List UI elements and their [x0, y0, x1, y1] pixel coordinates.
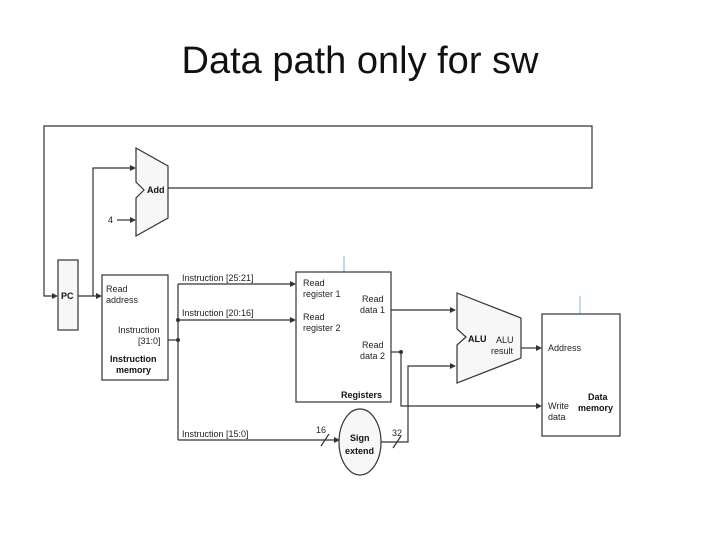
- register-file-name: Registers: [341, 390, 382, 400]
- pc-label: PC: [61, 291, 74, 301]
- write-data-label-2: data: [548, 412, 566, 422]
- alu-result-label: ALU: [496, 335, 514, 345]
- read-data-1-label-2: data 1: [360, 305, 385, 315]
- instruction-memory-name-2: memory: [116, 365, 151, 375]
- read-register-1-label: Read: [303, 278, 325, 288]
- data-memory-name: Data: [588, 392, 609, 402]
- register-file: [295, 271, 392, 403]
- sign-extend-output-bits: 32: [392, 428, 402, 438]
- adder-constant: 4: [108, 215, 113, 225]
- pc-input-arrowhead: [52, 293, 58, 299]
- instruction-bits-label: [31:0]: [138, 336, 161, 346]
- read-data-2-wire: [391, 351, 537, 407]
- read-register-2-label-2: register 2: [303, 323, 341, 333]
- rt-field-label: Instruction [20:16]: [182, 308, 254, 318]
- slide-title: Data path only for sw: [181, 40, 539, 82]
- pc-feedback-wire: [43, 125, 593, 297]
- rs-field-label: Instruction [25:21]: [182, 273, 254, 283]
- read-data-2-label-2: data 2: [360, 351, 385, 361]
- read-data-2-label: Read: [362, 340, 384, 350]
- pc-to-adder-wire: [92, 167, 131, 296]
- sign-extend-label-2: extend: [345, 446, 374, 456]
- read-address-label-2: address: [106, 295, 139, 305]
- instruction-memory: [101, 274, 169, 381]
- sign-extend-output-wire: [381, 365, 451, 443]
- instruction-memory-name: Instruction: [110, 354, 157, 364]
- data-memory: [541, 313, 621, 437]
- imm-field-label: Instruction [15:0]: [182, 429, 249, 439]
- instruction-output-label: Instruction: [118, 325, 160, 335]
- read-register-2-label: Read: [303, 312, 325, 322]
- sign-extend-label: Sign: [350, 433, 370, 443]
- data-memory-address-label: Address: [548, 343, 582, 353]
- read-address-label: Read: [106, 284, 128, 294]
- write-data-label: Write: [548, 401, 569, 411]
- sign-extend-input-bits: 16: [316, 425, 326, 435]
- alu-unit: [456, 292, 522, 384]
- adder-unit: [135, 146, 169, 238]
- read-data-1-label: Read: [362, 294, 384, 304]
- alu-label: ALU: [468, 334, 487, 344]
- alu-result-label-2: result: [491, 346, 514, 356]
- pc-register: [57, 259, 79, 331]
- data-memory-name-2: memory: [578, 403, 613, 413]
- read-register-1-label-2: register 1: [303, 289, 341, 299]
- adder-label: Add: [147, 185, 165, 195]
